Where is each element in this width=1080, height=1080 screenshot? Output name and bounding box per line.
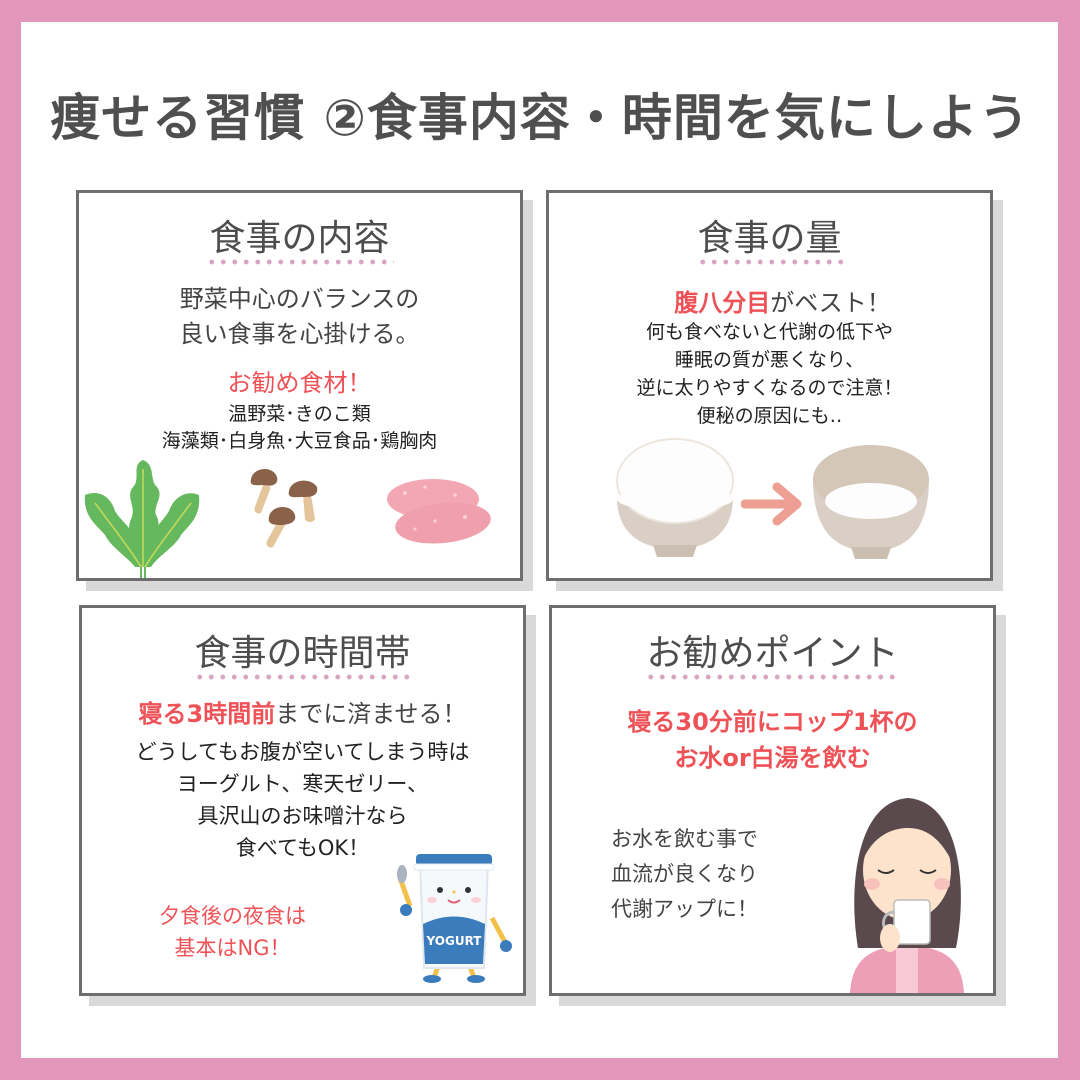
seaweed-illustration <box>84 460 200 578</box>
highlight-line: 寝る3時間前までに済ませる！ <box>82 694 523 729</box>
arrow-right-icon <box>741 482 802 526</box>
highlight-rest: までに済ませる！ <box>275 700 467 728</box>
dotted-underline <box>696 259 843 265</box>
yogurt-mascot-illustration: YOGURT <box>394 848 514 983</box>
small-rice-bowl-illustration <box>813 445 929 559</box>
body-line: 便秘の原因にも‥ <box>696 405 843 427</box>
woman-drinking-water-illustration <box>850 798 964 993</box>
body-line: お水を飲む事で <box>611 827 758 851</box>
warning-line: 夕食後の夜食は <box>159 904 306 928</box>
card-title: 食事の内容 <box>209 218 390 259</box>
full-rice-bowl-illustration <box>616 438 734 557</box>
body-line: 睡眠の質が悪くなり、 <box>674 349 865 371</box>
yogurt-mascot-icon <box>397 854 512 983</box>
body-line: 食べてもOK！ <box>235 836 370 860</box>
food-list-line: 海藻類･白身魚･大豆食品･鶏胸肉 <box>161 430 438 452</box>
card-title: お勧めポイント <box>646 633 899 674</box>
tip-highlight-line: 寝る30分前にコップ1杯の <box>627 708 918 736</box>
body-line: ヨーグルト、寒天ゼリー、 <box>176 772 429 796</box>
body-line: 逆に太りやすくなるので注意！ <box>636 377 903 399</box>
warning-line: 基本はNG！ <box>174 936 291 960</box>
highlight-line: 腹八分目がベスト！ <box>549 283 990 318</box>
food-list-line: 温野菜･きのこ類 <box>228 403 371 425</box>
tip-highlight-line: お水or白湯を飲む <box>674 744 871 772</box>
yogurt-label: YOGURT <box>426 934 482 948</box>
card-meal-timing: 食事の時間帯 寝る3時間前までに済ませる！ どうしてもお腹が空いてしまう時は ヨ… <box>79 605 526 996</box>
body-line: 代謝アップに！ <box>611 897 758 921</box>
highlight-red: 腹八分目 <box>674 289 771 317</box>
body-line: 野菜中心のバランスの <box>179 285 420 313</box>
recommended-foods-heading: お勧め食材！ <box>227 369 372 397</box>
card-meal-content: 食事の内容 野菜中心のバランスの 良い食事を心掛ける。 お勧め食材！ 温野菜･き… <box>76 190 523 581</box>
dotted-underline <box>193 674 412 680</box>
card-title: 食事の時間帯 <box>194 633 411 674</box>
card-title: 食事の量 <box>697 218 842 259</box>
body-line: どうしてもお腹が空いてしまう時は <box>135 740 470 764</box>
body-line: 血流が良くなり <box>611 862 758 886</box>
chicken-breast-illustration <box>387 479 491 544</box>
body-line: 何も食べないと代謝の低下や <box>645 321 893 343</box>
card-recommended-point: お勧めポイント 寝る30分前にコップ1杯の お水or白湯を飲む お水を飲む事で … <box>549 605 996 996</box>
card-meal-amount: 食事の量 腹八分目がベスト！ 何も食べないと代謝の低下や 睡眠の質が悪くなり、 … <box>546 190 993 581</box>
body-line: 良い食事を心掛ける。 <box>179 320 420 348</box>
mushroom-illustration <box>250 468 318 548</box>
highlight-rest: がベスト！ <box>770 289 891 317</box>
page-title: 痩せる習慣 ②食事内容・時間を気にしよう <box>50 89 1030 147</box>
highlight-red: 寝る3時間前 <box>138 700 276 728</box>
body-line: 具沢山のお味噌汁なら <box>197 804 408 828</box>
dotted-underline <box>644 674 901 680</box>
dotted-underline <box>205 259 394 265</box>
